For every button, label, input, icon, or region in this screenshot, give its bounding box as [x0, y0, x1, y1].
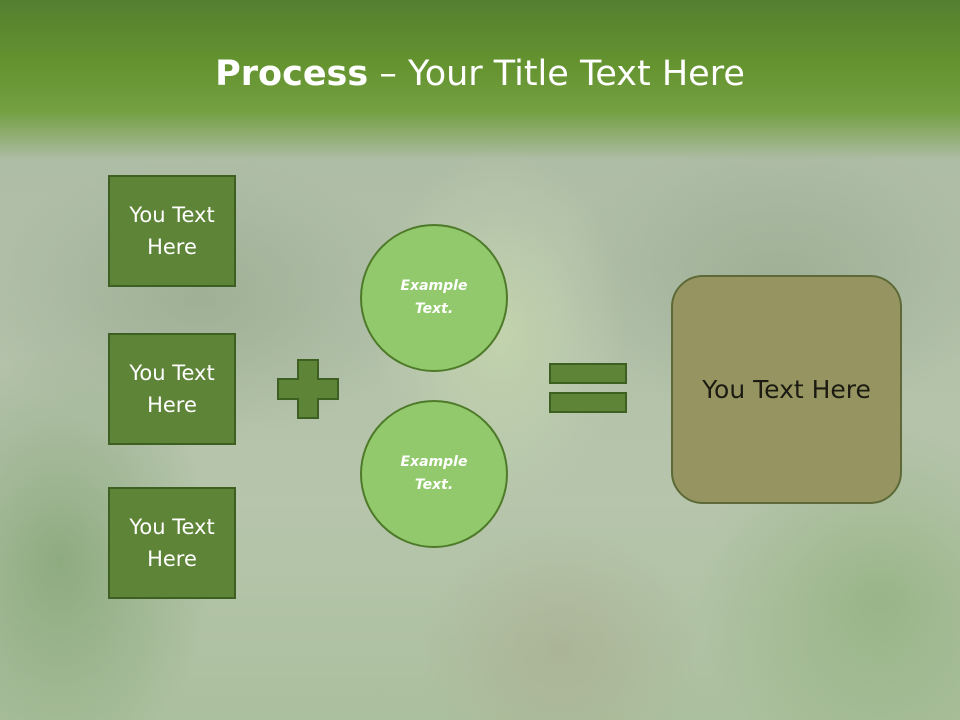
example-circle-2: Example Text. — [360, 400, 508, 548]
input-box-3-label: You Text Here — [129, 515, 215, 571]
input-box-1: You Text Here — [108, 175, 236, 287]
slide-title: Process – Your Title Text Here — [0, 50, 960, 98]
example-circle-2-label: Example Text. — [400, 454, 468, 493]
input-box-2-label: You Text Here — [129, 361, 215, 417]
result-box: You Text Here — [671, 275, 902, 504]
input-box-1-label: You Text Here — [129, 203, 215, 259]
equals-icon — [549, 363, 627, 413]
title-band — [0, 0, 960, 160]
plus-icon — [277, 359, 339, 419]
example-circle-1-label: Example Text. — [400, 278, 468, 317]
title-rest: – Your Title Text Here — [368, 54, 745, 94]
result-box-label: You Text Here — [702, 375, 871, 404]
example-circle-1: Example Text. — [360, 224, 508, 372]
input-box-2: You Text Here — [108, 333, 236, 445]
input-box-3: You Text Here — [108, 487, 236, 599]
title-bold: Process — [215, 54, 369, 94]
